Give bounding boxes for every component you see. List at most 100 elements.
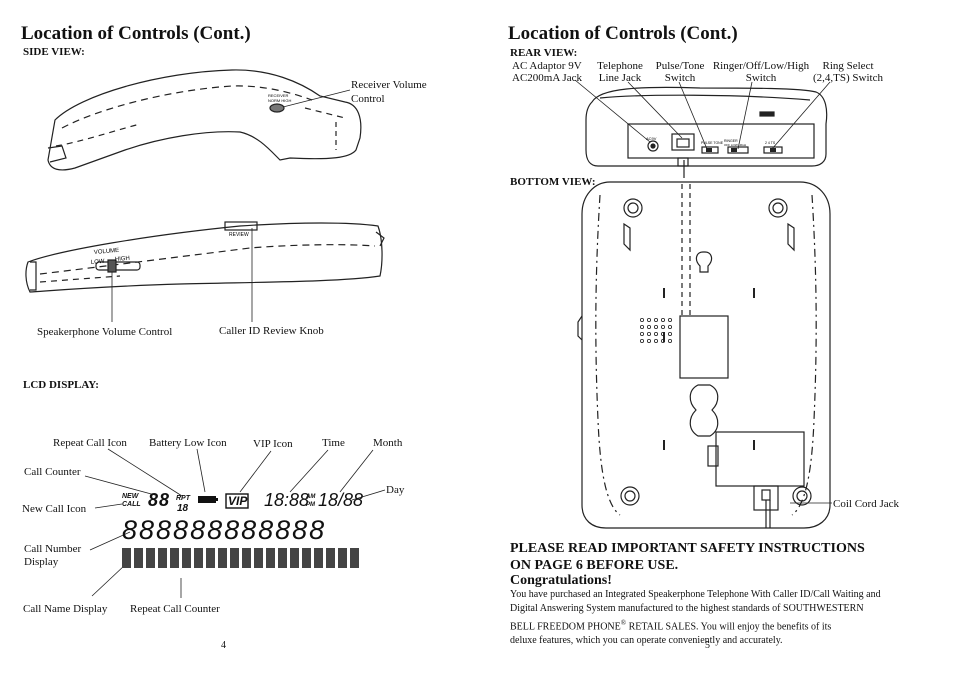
lcd-vip-icon: VIP [228, 494, 248, 508]
intro-line-4: deluxe features, which you can operate c… [510, 635, 783, 647]
repeat-call-counter-label: Repeat Call Counter [130, 603, 220, 615]
speaker-hole [661, 317, 666, 322]
svg-text:NORM HIGH: NORM HIGH [268, 98, 291, 103]
svg-text:OFF LOW HIGH: OFF LOW HIGH [724, 143, 746, 147]
svg-text:LOW: LOW [91, 259, 105, 266]
lcd-display-heading: LCD DISPLAY: [23, 379, 99, 391]
speaker-hole [661, 324, 666, 329]
coil-cord-jack-label: Coil Cord Jack [833, 498, 899, 510]
pulse-tone-label-1: Pulse/Tone [655, 60, 705, 72]
speaker-hole [647, 324, 652, 329]
lcd-name-character-cell [290, 548, 299, 568]
speaker-hole [647, 331, 652, 336]
lcd-name-character-cell [146, 548, 155, 568]
speaker-hole [654, 331, 659, 336]
svg-text:RINGER: RINGER [724, 139, 738, 143]
speaker-hole [668, 338, 673, 343]
receiver-volume-label-2: Control [351, 93, 385, 105]
speaker-hole [654, 317, 659, 322]
lcd-name-character-cell [182, 548, 191, 568]
lcd-name-character-cell [242, 548, 251, 568]
speaker-hole [640, 331, 645, 336]
speaker-hole [668, 324, 673, 329]
lcd-rpt-icon: RPT [176, 495, 190, 502]
time-label: Time [322, 437, 345, 449]
lcd-name-character-cell [338, 548, 347, 568]
speaker-hole [640, 317, 645, 322]
speaker-hole [654, 338, 659, 343]
intro-line-3: BELL FREEDOM PHONE® RETAIL SALES. You wi… [510, 619, 832, 633]
speakerphone-volume-label: Speakerphone Volume Control [37, 326, 173, 338]
lcd-name-character-cell [314, 548, 323, 568]
month-label: Month [373, 437, 403, 449]
speaker-hole [661, 338, 666, 343]
repeat-call-icon-label: Repeat Call Icon [53, 437, 127, 449]
call-name-display-label: Call Name Display [23, 603, 108, 615]
svg-text:AC9V: AC9V [646, 136, 657, 141]
new-call-icon-label: New Call Icon [22, 503, 87, 515]
lcd-time: 18:88 [264, 490, 310, 510]
lcd-call-number: 888888888888 [122, 515, 327, 545]
side-view-heading: SIDE VIEW: [23, 46, 85, 58]
speaker-hole [668, 331, 673, 336]
intro-line-2: Digital Answering System manufactured to… [510, 603, 864, 614]
receiver-volume-label-1: Receiver Volume [351, 79, 427, 91]
lcd-repeat-counter: 18 [177, 503, 189, 514]
telephone-line-label-1: Telephone [597, 60, 643, 72]
bottom-view-heading: BOTTOM VIEW: [510, 176, 596, 188]
ring-select-label-2: (2,4,TS) Switch [813, 72, 883, 84]
lcd-name-character-cell [278, 548, 287, 568]
ac-adaptor-label-2: AC200mA Jack [512, 72, 582, 84]
ring-select-label-1: Ring Select [822, 60, 874, 72]
left-page-number: 4 [221, 640, 226, 651]
lcd-name-character-cell [122, 548, 131, 568]
right-page-title: Location of Controls (Cont.) [508, 23, 738, 44]
battery-low-icon-label: Battery Low Icon [149, 437, 227, 449]
lcd-name-character-cell [170, 548, 179, 568]
lcd-name-character-cell [218, 548, 227, 568]
call-number-label-1: Call Number [24, 543, 82, 555]
lcd-name-character-cell [158, 548, 167, 568]
day-label: Day [386, 484, 405, 496]
call-number-label-2: Display [24, 556, 59, 568]
volume-imprint: VOLUME [94, 248, 120, 256]
lcd-call-counter: 88 [148, 490, 171, 510]
svg-text:2 4 TS: 2 4 TS [765, 141, 776, 145]
telephone-line-label-2: Line Jack [598, 72, 642, 84]
right-page-number: 5 [705, 640, 710, 651]
speaker-hole [661, 331, 666, 336]
safety-heading-line2: ON PAGE 6 BEFORE USE. [510, 558, 679, 573]
lcd-name-character-cell [302, 548, 311, 568]
call-counter-label: Call Counter [24, 466, 81, 478]
caller-id-review-label: Caller ID Review Knob [219, 325, 324, 337]
vip-icon-label: VIP Icon [253, 438, 293, 450]
intro-paragraph: You have purchased an Integrated Speaker… [510, 588, 930, 648]
lcd-date: 18/88 [318, 490, 364, 510]
lcd-name-character-cell [134, 548, 143, 568]
svg-text:RECEIVER: RECEIVER [268, 93, 289, 98]
lcd-name-character-cell [326, 548, 335, 568]
speaker-hole [647, 317, 652, 322]
left-page-title: Location of Controls (Cont.) [21, 23, 251, 44]
lcd-name-character-cell [194, 548, 203, 568]
speaker-hole [654, 324, 659, 329]
svg-text:PULSE TONE: PULSE TONE [701, 141, 724, 145]
pulse-tone-label-2: Switch [664, 72, 696, 84]
speaker-hole [640, 324, 645, 329]
lcd-pm: PM [306, 502, 315, 508]
lcd-name-character-cell [254, 548, 263, 568]
svg-text:HIGH: HIGH [115, 256, 130, 263]
lcd-name-character-cell [266, 548, 275, 568]
speaker-hole [640, 338, 645, 343]
ringer-label-2: Switch [745, 72, 777, 84]
speaker-hole [647, 338, 652, 343]
lcd-am: AM [306, 494, 316, 500]
intro-line-1: You have purchased an Integrated Speaker… [510, 589, 881, 600]
lcd-name-character-cell [350, 548, 359, 568]
ac-adaptor-label-1: AC Adaptor 9V [512, 60, 582, 72]
